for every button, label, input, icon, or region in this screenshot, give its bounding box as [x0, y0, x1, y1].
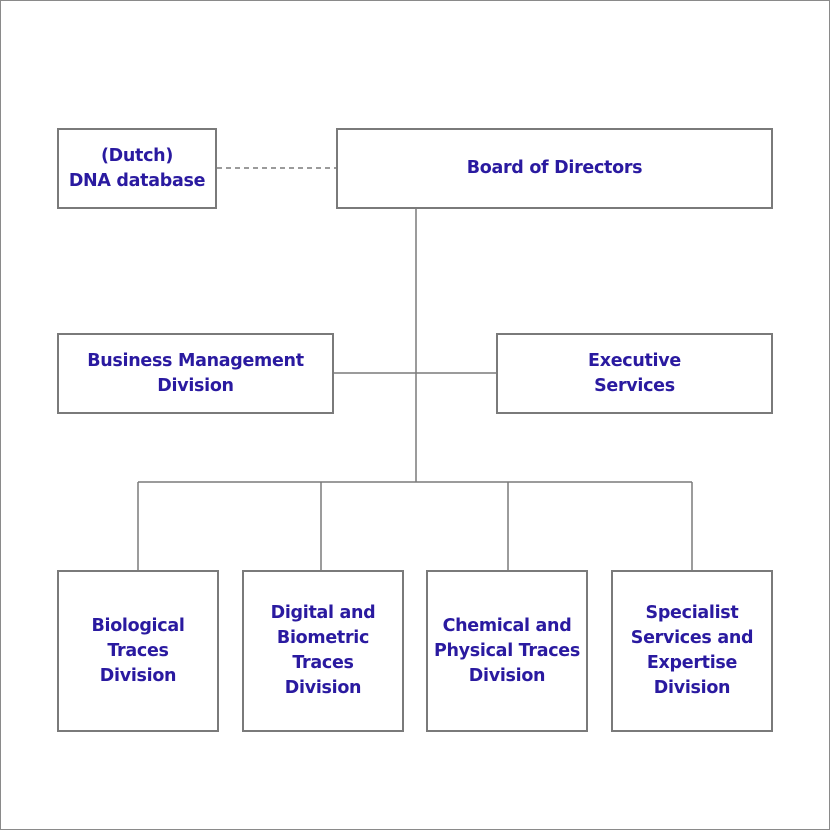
node-biological-traces-label: Biological Traces Division: [91, 615, 185, 686]
node-executive-services-label: Executive Services: [588, 350, 681, 396]
node-board-of-directors-label: Board of Directors: [466, 158, 643, 178]
node-digital-biometric-traces-label: Digital and Biometric Traces Division: [270, 603, 376, 698]
node-dna-database-label: (Dutch) DNA database: [68, 145, 206, 191]
node-specialist-services: Specialist Services and Expertise Divisi…: [611, 570, 773, 732]
node-biological-traces: Biological Traces Division: [57, 570, 219, 732]
node-dna-database: (Dutch) DNA database: [57, 128, 217, 209]
node-chemical-physical-traces: Chemical and Physical Traces Division: [426, 570, 588, 732]
node-digital-biometric-traces: Digital and Biometric Traces Division: [242, 570, 404, 732]
node-specialist-services-label: Specialist Services and Expertise Divisi…: [630, 603, 754, 698]
node-executive-services: Executive Services: [496, 333, 773, 414]
node-chemical-physical-traces-label: Chemical and Physical Traces Division: [434, 615, 580, 686]
node-business-management: Business Management Division: [57, 333, 334, 414]
node-board-of-directors: Board of Directors: [336, 128, 773, 209]
node-business-management-label: Business Management Division: [87, 350, 304, 396]
